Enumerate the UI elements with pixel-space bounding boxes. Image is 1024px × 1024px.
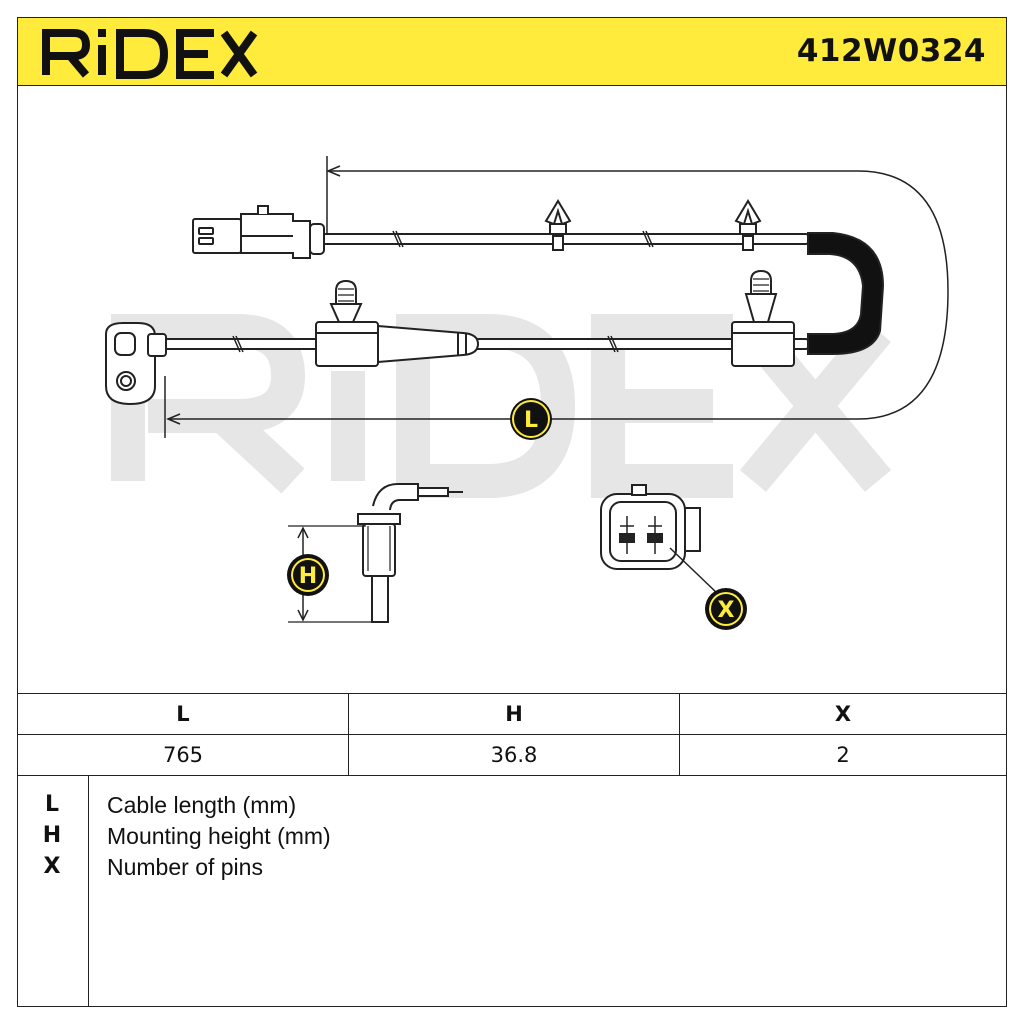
spec-table-row: 765 36.8 2 (17, 734, 1007, 776)
legend-divider (88, 776, 89, 1006)
legend-desc: Number of pins (107, 854, 263, 880)
spec-table: L H X 765 36.8 2 (17, 693, 1007, 776)
callout-L: L (524, 408, 538, 433)
legend-key: X (43, 854, 61, 879)
legend-key: H (42, 823, 62, 848)
column-header-L: L (17, 693, 349, 735)
column-header-X: X (679, 693, 1007, 735)
watermark-logo (111, 314, 892, 498)
legend-item: H Mounting height (mm) (18, 823, 1006, 854)
value-X: 2 (679, 734, 1007, 776)
legend: L Cable length (mm) H Mounting height (m… (17, 776, 1007, 1007)
callout-H: H (299, 564, 317, 589)
callout-X: X (718, 598, 735, 623)
spec-table-header: L H X (17, 693, 1007, 735)
brand-logo (40, 22, 260, 82)
legend-key: L (44, 792, 60, 817)
legend-desc: Cable length (mm) (107, 792, 297, 818)
sensor-drawing: L H X (105, 156, 949, 630)
value-H: 36.8 (348, 734, 680, 776)
legend-desc: Mounting height (mm) (107, 823, 331, 849)
header-bar: 412W0324 (17, 17, 1007, 86)
column-header-H: H (348, 693, 680, 735)
value-L: 765 (17, 734, 349, 776)
legend-item: L Cable length (mm) (18, 792, 1006, 823)
part-number: 412W0324 (796, 33, 986, 69)
legend-item: X Number of pins (18, 854, 1006, 885)
